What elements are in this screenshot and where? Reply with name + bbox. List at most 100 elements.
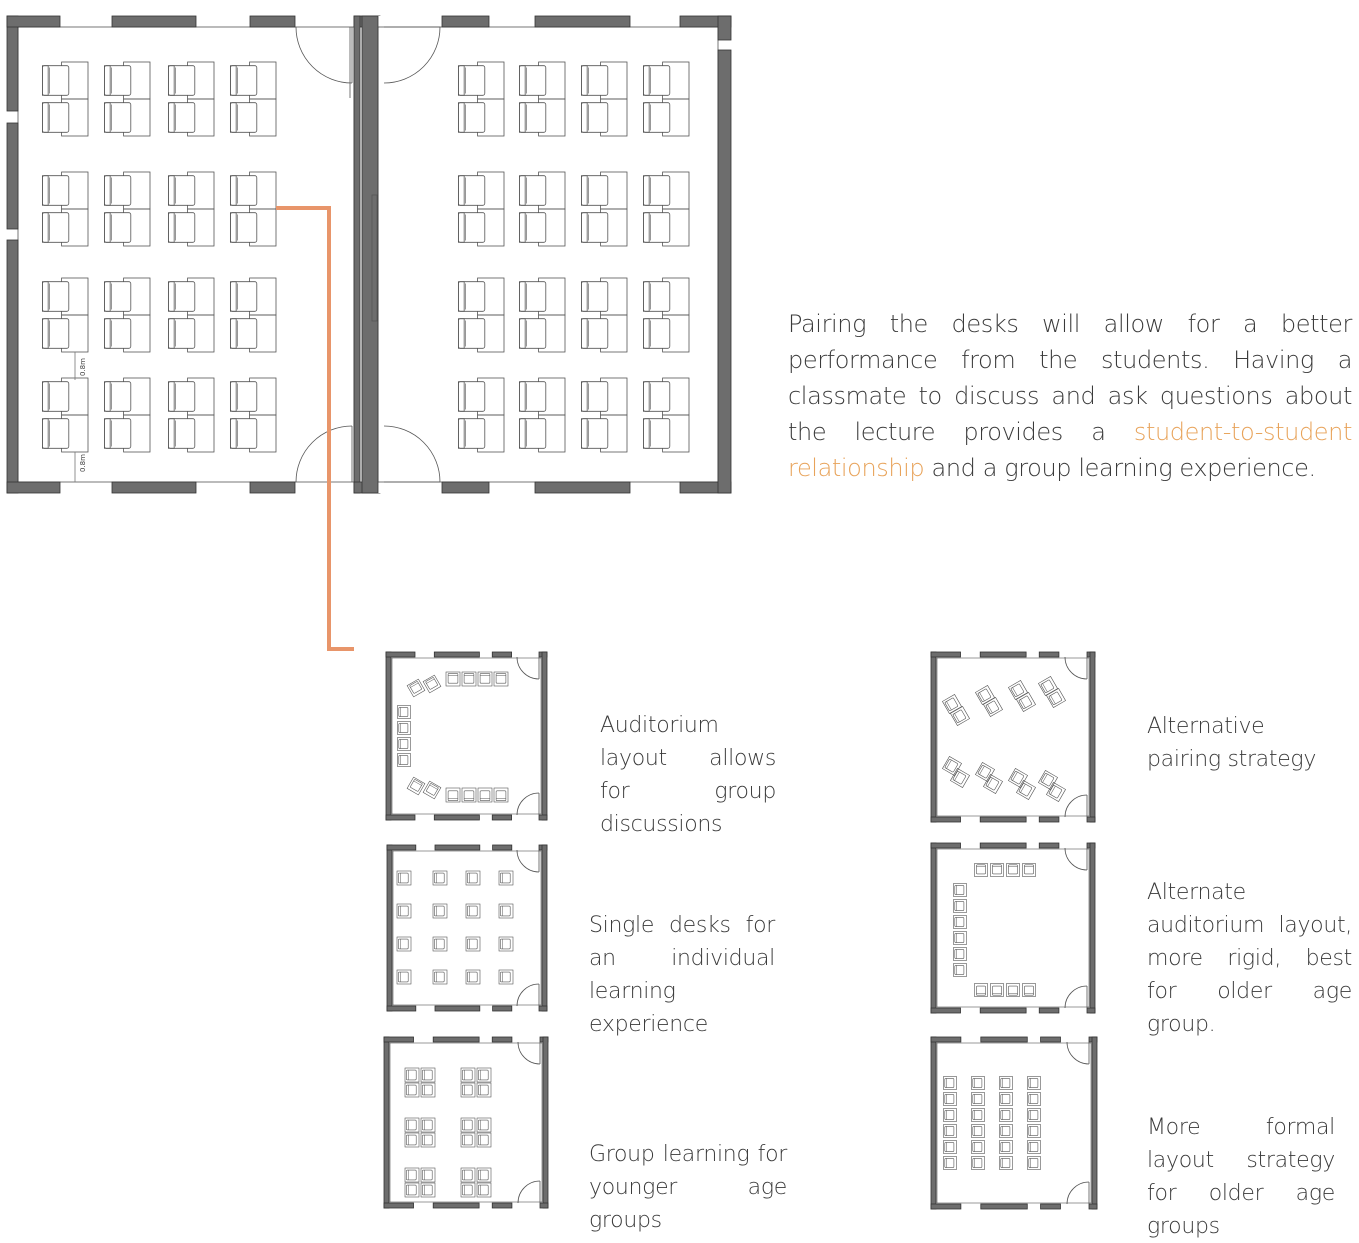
desk [396, 969, 412, 985]
desk [971, 1092, 985, 1106]
chair-unit [1038, 676, 1058, 696]
chair [581, 381, 609, 412]
desk [1027, 1124, 1041, 1138]
wall-segment [383, 1202, 414, 1209]
desk [971, 1108, 985, 1122]
classroom-plan-right [361, 15, 732, 494]
chair-back [42, 102, 49, 133]
chair [457, 281, 486, 312]
wall-segment [979, 1007, 1027, 1014]
chair [643, 318, 671, 349]
wall-segment [1086, 1007, 1096, 1014]
chair [42, 102, 70, 133]
wall-segment [6, 15, 19, 112]
chair [406, 1084, 417, 1096]
caption-alternate-auditorium: Alternate auditorium layout, more rigid,… [1147, 880, 1352, 1037]
desk [432, 936, 448, 952]
chair [462, 1134, 473, 1146]
chair [985, 700, 1000, 714]
chair-unit [942, 694, 962, 714]
chair [944, 759, 959, 773]
desk [465, 936, 481, 952]
chair-back [104, 381, 111, 412]
chair [167, 102, 196, 133]
dimension-label-upper: 0.8m [79, 358, 87, 376]
desk [477, 787, 493, 803]
chair-unit [943, 1140, 957, 1154]
desk [432, 969, 448, 985]
wall-segment [717, 49, 732, 494]
chair-unit [975, 685, 995, 705]
chair [104, 102, 132, 133]
wall-segment [539, 1202, 549, 1209]
wall-segment [534, 15, 631, 28]
chair-back [643, 212, 650, 243]
chair-unit [942, 756, 962, 776]
desk [983, 697, 1003, 717]
chair-unit [404, 1082, 420, 1098]
chair-unit [397, 721, 411, 735]
desk [465, 870, 481, 886]
chair [167, 281, 196, 312]
chair-unit [420, 1067, 436, 1083]
wall-segment [433, 814, 480, 821]
wall-segment [249, 481, 296, 494]
chair-back [457, 65, 465, 96]
chair-back [104, 212, 111, 243]
chair [462, 1069, 473, 1081]
chair [167, 65, 196, 96]
chair [478, 1169, 489, 1181]
chair [167, 318, 196, 349]
door-swing [1066, 1041, 1090, 1065]
door-swing [516, 849, 540, 873]
chair-back [457, 381, 465, 412]
chair-back [229, 212, 237, 243]
chair-back [1042, 773, 1048, 783]
chair [643, 212, 671, 243]
chair [104, 318, 132, 349]
chair-unit [422, 674, 442, 694]
desk [465, 969, 481, 985]
chair [398, 755, 409, 765]
desk [953, 915, 967, 929]
desk [498, 969, 514, 985]
wall-segment [491, 1202, 513, 1209]
chair-unit [1046, 688, 1066, 708]
chair [495, 673, 507, 684]
chair-unit [1006, 983, 1020, 997]
chair [104, 418, 132, 449]
chair-unit [406, 776, 426, 796]
wall-segment [433, 651, 480, 658]
chair [457, 212, 486, 243]
chair [398, 707, 409, 717]
chair-unit [1046, 782, 1066, 802]
chair-unit [396, 936, 412, 952]
layout-auditorium-thumbnail [385, 651, 548, 821]
chair [478, 1134, 489, 1146]
chair-unit [999, 1124, 1013, 1138]
desk [953, 883, 967, 897]
chair [229, 281, 258, 312]
chair-back [42, 381, 49, 412]
desk [396, 870, 412, 886]
desk [460, 1132, 476, 1148]
chair-unit [476, 1167, 492, 1183]
chair-unit [953, 963, 967, 977]
layout-alternate-auditorium-thumbnail [930, 842, 1096, 1014]
wall-segment [383, 1036, 414, 1043]
chair [992, 985, 1002, 996]
dimension-label-lower: 0.8m [79, 454, 87, 472]
chair [519, 418, 547, 449]
room-floor [387, 845, 547, 1011]
chair-unit [493, 671, 509, 687]
wall-segment [1089, 842, 1096, 1014]
desk [943, 1092, 957, 1106]
caption-auditorium-layout: Auditorium layout allows for group discu… [600, 713, 776, 837]
desk [953, 931, 967, 945]
desk [396, 903, 412, 919]
chair [434, 971, 445, 983]
chair [42, 381, 70, 412]
chair [398, 938, 409, 950]
chair [398, 872, 409, 884]
description-text-before: Pairing the desks will allow for a bette… [788, 310, 1352, 446]
